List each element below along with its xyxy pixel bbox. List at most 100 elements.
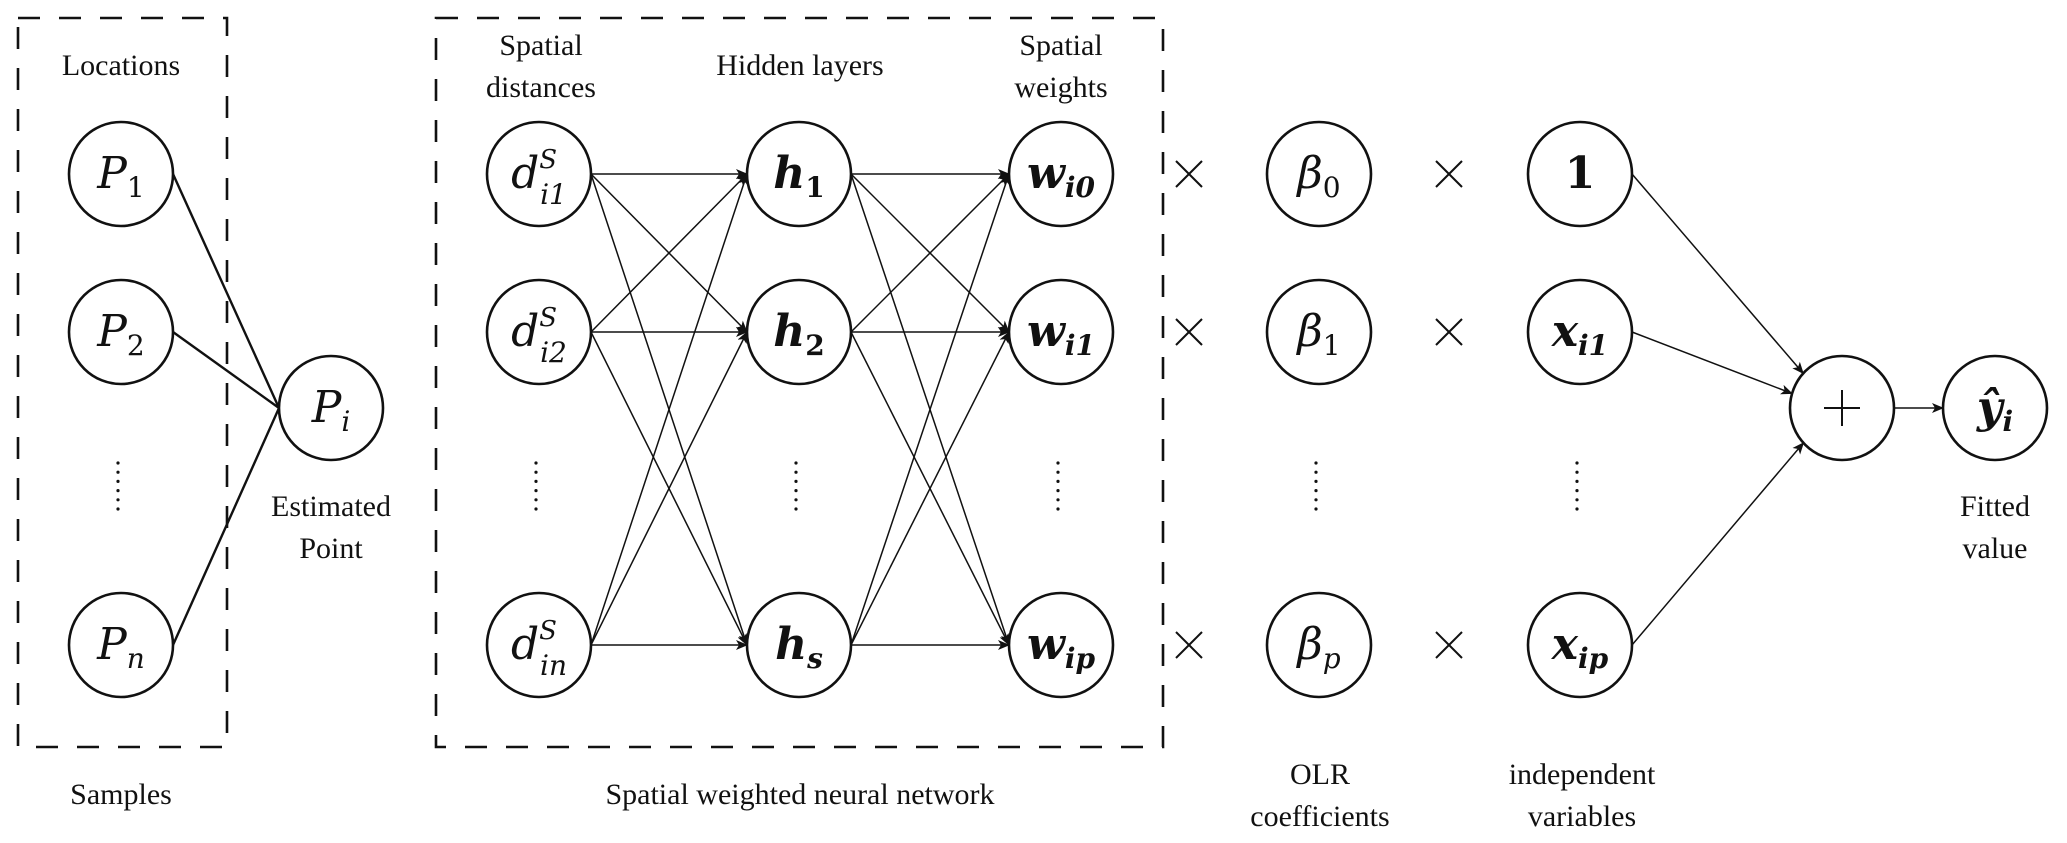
hidden-node-1: h1 bbox=[745, 120, 853, 228]
vertical-ellipsis-4 bbox=[1056, 461, 1060, 511]
variable-node-2: xi1 bbox=[1526, 278, 1634, 386]
edge-var-2-to-sum bbox=[1631, 331, 1793, 395]
olr-coefficients-label-line1: OLR bbox=[1290, 758, 1350, 791]
edges-layer bbox=[171, 169, 1944, 650]
coefficient-node-3-circle bbox=[1265, 591, 1373, 699]
hidden-node-2-circle bbox=[745, 278, 853, 386]
sample-node-1-symbol: P1 bbox=[96, 148, 144, 204]
multiply-icon-2-3 bbox=[1435, 631, 1463, 659]
vertical-ellipsis-3 bbox=[794, 461, 798, 511]
hidden-node-3-symbol: hs bbox=[775, 619, 823, 675]
weight-node-2-circle bbox=[1007, 278, 1115, 386]
estimated-point-label-line1: Estimated bbox=[271, 490, 391, 523]
sample-node-1-circle bbox=[67, 120, 175, 228]
multiply-icon-2-1 bbox=[1435, 160, 1463, 188]
coefficient-node-3-symbol: βp bbox=[1295, 619, 1340, 675]
multiply-icon-2-2 bbox=[1435, 318, 1463, 346]
independent-variables-label-line2: variables bbox=[1528, 800, 1636, 833]
ellipsis-layer bbox=[116, 461, 1579, 511]
sample-node-2-symbol: P2 bbox=[96, 306, 144, 362]
output-node: ŷi bbox=[1941, 354, 2049, 462]
hidden-node-1-symbol: h1 bbox=[773, 148, 824, 204]
variable-node-2-symbol: xi1 bbox=[1551, 306, 1608, 362]
weight-node-2: wi1 bbox=[1007, 278, 1115, 386]
estimated-point-node-symbol: Pi bbox=[311, 382, 351, 438]
operators-layer bbox=[1175, 160, 1463, 659]
variable-node-2-circle bbox=[1526, 278, 1634, 386]
independent-variables-label-line1: independent bbox=[1509, 758, 1656, 791]
edge-d2-to-h1 bbox=[590, 173, 748, 333]
spatial-weights-label-line2: weights bbox=[1014, 71, 1107, 104]
edge-d3-to-h2 bbox=[590, 331, 748, 646]
locations-label: Locations bbox=[62, 49, 180, 82]
sample-node-3-symbol: Pn bbox=[96, 619, 145, 675]
sample-node-2: P2 bbox=[67, 278, 175, 386]
hidden-node-2-symbol: h2 bbox=[773, 306, 824, 362]
variable-node-1: 1 bbox=[1526, 120, 1634, 228]
edge-h2-to-w1 bbox=[850, 173, 1010, 333]
sample-node-2-circle bbox=[67, 278, 175, 386]
sample-node-1: P1 bbox=[67, 120, 175, 228]
hidden-node-3-circle bbox=[745, 591, 853, 699]
coefficient-node-2-symbol: β1 bbox=[1295, 306, 1340, 362]
weight-node-1-symbol: wi0 bbox=[1027, 148, 1096, 204]
olr-coefficients-label-line2: coefficients bbox=[1250, 800, 1389, 833]
weight-node-1: wi0 bbox=[1007, 120, 1115, 228]
estimated-point-node: Pi bbox=[277, 354, 385, 462]
sample-node-3-circle bbox=[67, 591, 175, 699]
vertical-ellipsis-5 bbox=[1314, 461, 1318, 511]
hidden-layers-label: Hidden layers bbox=[716, 49, 883, 82]
samples-group-box bbox=[16, 16, 229, 749]
coefficient-node-1: β0 bbox=[1265, 120, 1373, 228]
fitted-value-label-line1: Fitted bbox=[1960, 490, 2030, 523]
edge-var-3-to-sum bbox=[1631, 442, 1805, 646]
variable-node-1-circle bbox=[1526, 120, 1634, 228]
hidden-node-2: h2 bbox=[745, 278, 853, 386]
vertical-ellipsis-6 bbox=[1575, 461, 1579, 511]
weight-node-3-symbol: wip bbox=[1027, 619, 1096, 675]
hidden-node-1-circle bbox=[745, 120, 853, 228]
multiply-icon-1-1 bbox=[1175, 160, 1203, 188]
distance-node-3-circle bbox=[485, 591, 593, 699]
coefficient-node-1-circle bbox=[1265, 120, 1373, 228]
swnn-group-box bbox=[434, 16, 1165, 749]
edge-sample-2-to-estimated bbox=[172, 331, 280, 409]
output-node-symbol: ŷi bbox=[1976, 382, 2013, 438]
sample-node-3: Pn bbox=[67, 591, 175, 699]
spatial-distances-label-line1: Spatial bbox=[499, 29, 582, 62]
weight-node-2-symbol: wi1 bbox=[1027, 306, 1095, 362]
fitted-value-label-line2: value bbox=[1963, 532, 2028, 565]
edge-d3-to-h1 bbox=[590, 173, 749, 646]
spatial-distances-label-line2: distances bbox=[486, 71, 596, 104]
multiply-icon-1-3 bbox=[1175, 631, 1203, 659]
multiply-icon-1-2 bbox=[1175, 318, 1203, 346]
vertical-ellipsis-1 bbox=[116, 461, 120, 511]
variable-node-3-symbol: xip bbox=[1551, 619, 1609, 675]
edge-sample-1-to-estimated bbox=[171, 173, 281, 409]
sum-node bbox=[1788, 354, 1896, 462]
coefficient-node-3: βp bbox=[1265, 591, 1373, 699]
estimated-point-label-line2: Point bbox=[299, 532, 363, 565]
coefficient-node-2: β1 bbox=[1265, 278, 1373, 386]
distance-node-2-circle bbox=[485, 278, 593, 386]
variable-node-3: xip bbox=[1526, 591, 1634, 699]
coefficient-node-2-circle bbox=[1265, 278, 1373, 386]
weight-node-1-circle bbox=[1007, 120, 1115, 228]
variable-node-1-symbol: 1 bbox=[1565, 148, 1596, 199]
samples-label: Samples bbox=[70, 778, 172, 811]
hidden-node-3: hs bbox=[745, 591, 853, 699]
coefficient-node-1-symbol: β0 bbox=[1295, 148, 1340, 204]
weight-node-3-circle bbox=[1007, 591, 1115, 699]
edge-h3-to-w2 bbox=[850, 331, 1010, 646]
distance-node-1-circle bbox=[485, 120, 593, 228]
edge-h3-to-w1 bbox=[850, 173, 1011, 646]
output-node-circle bbox=[1941, 354, 2049, 462]
variable-node-3-circle bbox=[1526, 591, 1634, 699]
spatial-weights-label-line1: Spatial bbox=[1019, 29, 1102, 62]
